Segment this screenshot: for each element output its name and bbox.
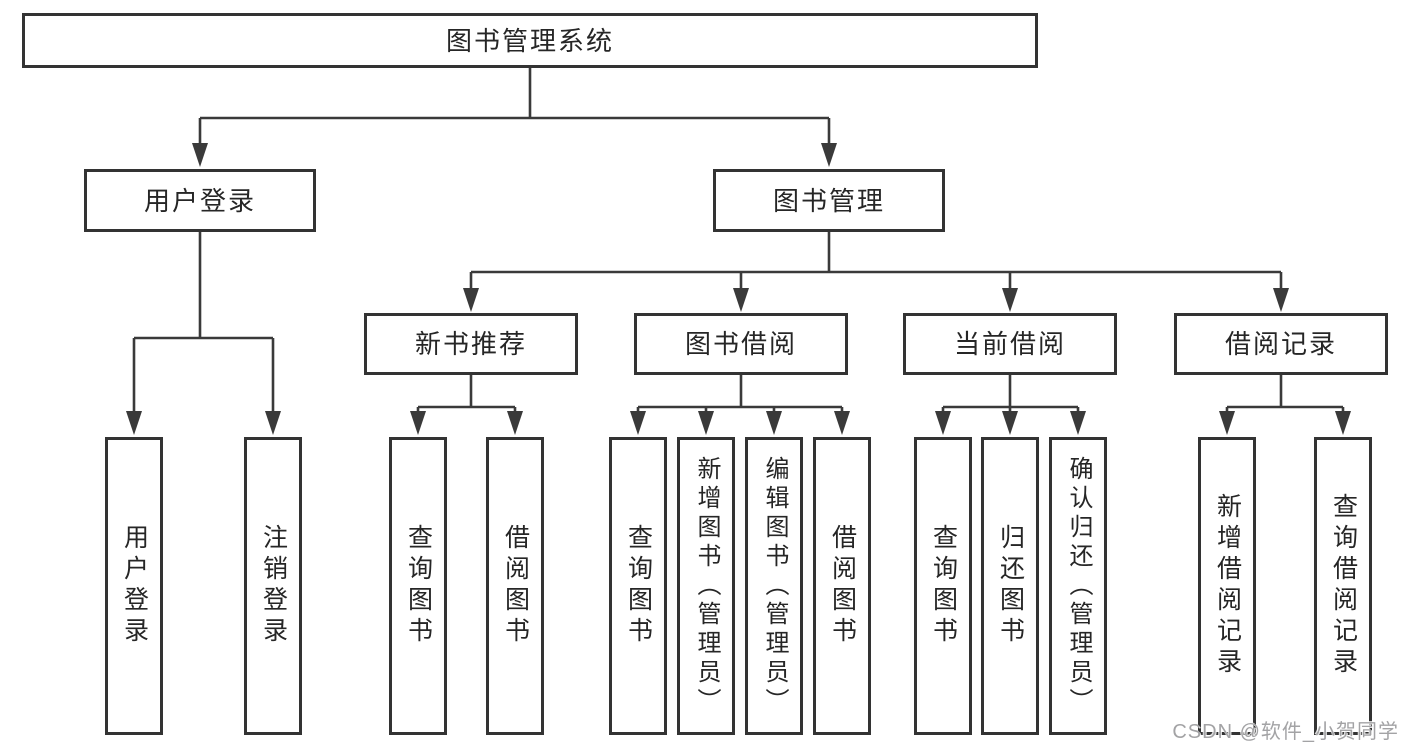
connector-mgmt-to-level3 [463,232,1289,312]
leaf-borrow-borrow-books: 借阅图书 [813,437,871,735]
node-root: 图书管理系统 [22,13,1038,68]
leaf-current-query-books: 查询图书 [914,437,972,735]
leaf-borrow-query-books: 查询图书 [609,437,667,735]
node-label: 用户登录 [120,524,149,648]
connector-recommend-to-leaves [410,375,523,435]
node-label: 归还图书 [996,524,1025,648]
connector-login-to-leaves [126,232,281,435]
node-label: 查询图书 [624,524,653,648]
leaf-records-query-record: 查询借阅记录 [1314,437,1372,735]
node-label: 查询借阅记录 [1329,493,1358,679]
leaf-recommend-borrow-books: 借阅图书 [486,437,544,735]
connector-current-to-leaves [935,375,1086,435]
connector-records-to-leaves [1219,375,1351,435]
connector-borrow-to-leaves [630,375,850,435]
node-label: 确认归还（管理员） [1065,455,1092,717]
leaf-current-confirm-return-admin: 确认归还（管理员） [1049,437,1107,735]
node-label: 查询图书 [404,524,433,648]
node-book-borrow: 图书借阅 [634,313,848,375]
node-label: 图书借阅 [684,329,797,359]
leaf-user-login: 用户登录 [105,437,163,735]
node-label: 借阅图书 [828,524,857,648]
node-label: 用户登录 [143,185,256,216]
leaf-borrow-edit-books-admin: 编辑图书（管理员） [745,437,803,735]
leaf-records-add-record: 新增借阅记录 [1198,437,1256,735]
node-label: 注销登录 [259,524,288,648]
node-label: 图书管理系统 [445,25,614,56]
node-label: 编辑图书（管理员） [761,455,788,717]
leaf-recommend-query-books: 查询图书 [389,437,447,735]
node-label: 图书管理 [772,185,885,216]
leaf-borrow-add-books-admin: 新增图书（管理员） [677,437,735,735]
node-borrow-records: 借阅记录 [1174,313,1388,375]
node-label: 借阅记录 [1224,329,1337,359]
node-current-borrow: 当前借阅 [903,313,1117,375]
leaf-current-return-books: 归还图书 [981,437,1039,735]
csdn-watermark: CSDN @软件_小贺同学 [1172,721,1399,743]
leaf-logout: 注销登录 [244,437,302,735]
connector-root-to-level2 [192,68,837,167]
node-label: 当前借阅 [953,329,1066,359]
node-new-book-recommend: 新书推荐 [364,313,578,375]
node-book-management: 图书管理 [713,169,945,232]
node-label: 新增借阅记录 [1213,493,1242,679]
node-label: 查询图书 [929,524,958,648]
node-user-login: 用户登录 [84,169,316,232]
node-label: 借阅图书 [501,524,530,648]
node-label: 新书推荐 [414,329,527,359]
node-label: 新增图书（管理员） [693,455,720,717]
